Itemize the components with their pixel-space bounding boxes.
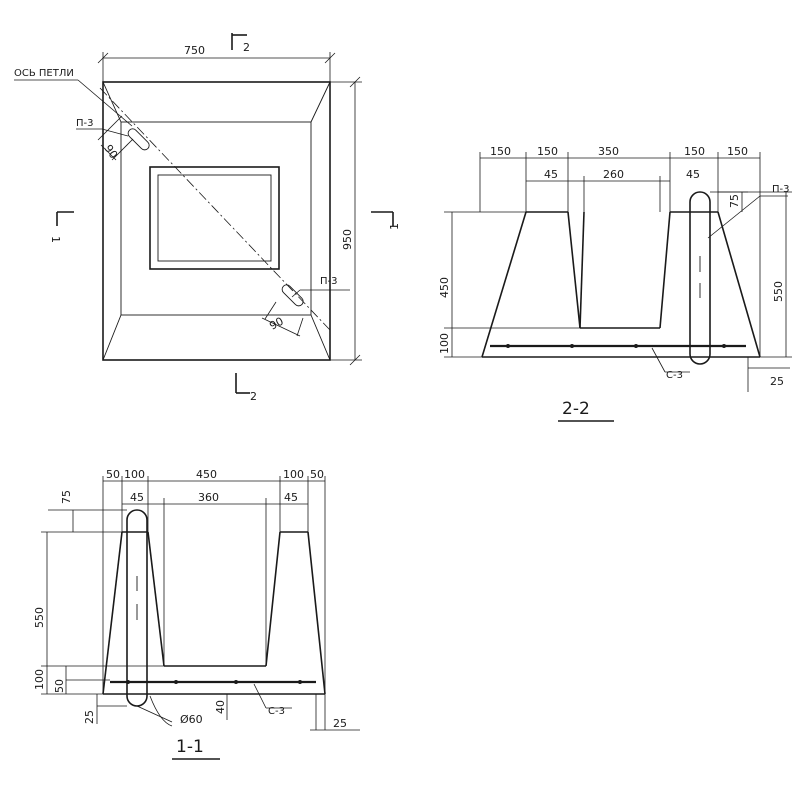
s1-top-dim-5: 50 [310, 468, 324, 481]
plan-opening-outer [149, 166, 280, 270]
s2-height-550: 550 [772, 281, 785, 302]
loop-bottom-slot [281, 284, 304, 307]
cut-1-left-label: 1 [49, 236, 62, 243]
s2-height-450: 450 [438, 277, 451, 298]
section-2-2: 150 150 350 150 150 45 260 45 75 450 100… [438, 145, 792, 422]
s1-height-550: 550 [33, 607, 46, 628]
s1-top-dim-3: 450 [196, 468, 217, 481]
s1-height-50: 50 [53, 679, 66, 693]
plan-view: 750 950 ОСЬ ПЕТЛИ П-3 90 П-3 90 2 [14, 33, 401, 403]
s2-top-dim-2: 150 [537, 145, 558, 158]
plan-outer-outline [102, 81, 331, 361]
s2-loop-label: П-3 [772, 184, 790, 195]
section-2-2-title: 2-2 [562, 399, 590, 419]
plan-offset-bottom: 90 [267, 315, 285, 333]
s2-inner-dim-3: 45 [686, 168, 700, 181]
s2-top-dim-5: 150 [727, 145, 748, 158]
cut-2-top-label: 2 [243, 41, 250, 54]
s1-right-25: 25 [333, 717, 347, 730]
plan-width-dim: 750 [184, 44, 205, 57]
s2-top-dim-3: 350 [598, 145, 619, 158]
s2-bottom-25: 25 [770, 375, 784, 388]
s1-dim-40: 40 [214, 700, 227, 714]
section-1-1: 50 100 450 100 50 45 360 45 75 550 100 5… [33, 468, 360, 760]
s1-inner-dim-1: 45 [130, 491, 144, 504]
s2-inner-dim-2: 260 [603, 168, 624, 181]
s1-inner-dim-2: 360 [198, 491, 219, 504]
s2-height-100: 100 [438, 333, 451, 354]
s1-top-dim-4: 100 [283, 468, 304, 481]
plan-inner-outline [120, 121, 312, 316]
s1-bottom-25: 25 [83, 710, 96, 724]
cut-1-right-label: 1 [388, 223, 401, 230]
loop-axis-line [99, 87, 331, 331]
loop-label-top: П-3 [76, 118, 94, 129]
loop-axis-label: ОСЬ ПЕТЛИ [14, 68, 74, 79]
s2-top-dim-4: 150 [684, 145, 705, 158]
s1-height-100: 100 [33, 669, 46, 690]
plan-height-dim: 950 [341, 229, 354, 250]
plan-offset-top: 90 [102, 142, 121, 161]
s1-top-dim-2: 100 [124, 468, 145, 481]
loop-top-slot [127, 128, 150, 151]
s2-inner-dim-1: 45 [544, 168, 558, 181]
s1-mesh-label: С-3 [268, 706, 285, 717]
diameter-arc [149, 695, 173, 727]
cut-2-bottom-label: 2 [250, 390, 257, 403]
s2-top-dim-1: 150 [490, 145, 511, 158]
section-1-1-title: 1-1 [176, 737, 204, 757]
s1-diameter: Ø60 [180, 713, 203, 726]
loop-label-bottom: П-3 [320, 276, 338, 287]
plan-opening-inner [157, 174, 272, 262]
s2-loop-dim: 75 [728, 194, 741, 208]
lifting-loop-section-2 [689, 191, 711, 365]
s1-inner-dim-3: 45 [284, 491, 298, 504]
s1-loop-dim: 75 [60, 490, 73, 504]
s2-mesh-label: С-3 [666, 370, 683, 381]
s1-top-dim-1: 50 [106, 468, 120, 481]
